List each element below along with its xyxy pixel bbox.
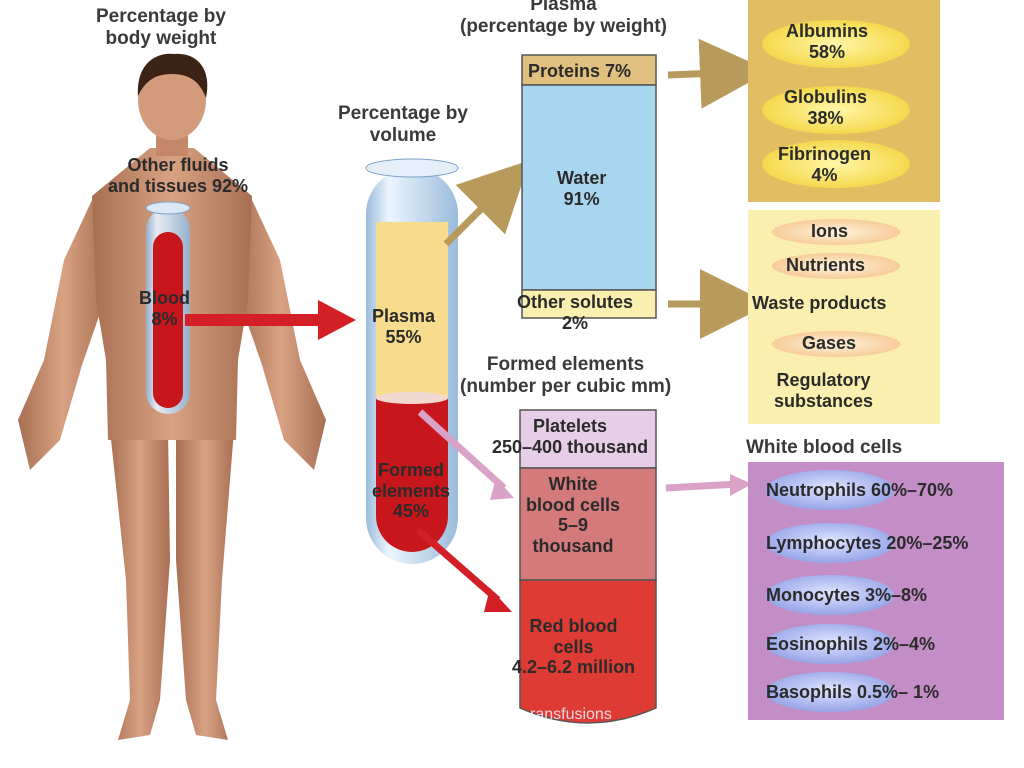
- solute-regulatory: Regulatory substances: [774, 370, 874, 411]
- wbc-lymphocytes: Lymphocytes 20%–25%: [766, 533, 969, 553]
- heading-body-weight: Percentage by body weight: [96, 6, 226, 49]
- heading-volume: Percentage by volume: [338, 103, 468, 146]
- protein-fibrinogen: Fibrinogen 4%: [778, 144, 871, 185]
- arrow-proteins-to-panel: [667, 38, 770, 109]
- heading-formed-elements: Formed elements (number per cubic mm): [460, 354, 672, 397]
- label-rbc-count: Red blood cells 4.2–6.2 million: [512, 616, 636, 678]
- figure-arms: [18, 200, 108, 470]
- label-other-solutes: Other solutes 2%: [517, 292, 634, 333]
- protein-globulins: Globulins 38%: [784, 87, 867, 128]
- red-arrow-body-to-tube: [185, 300, 356, 340]
- solute-waste-products: Waste products: [752, 293, 887, 313]
- label-wbc-count: White blood cells 5–9 thousand: [526, 474, 621, 557]
- wbc-neutrophils: Neutrophils 60%–70%: [766, 480, 954, 500]
- solute-nutrients: Nutrients: [786, 255, 866, 275]
- formed-column: [519, 409, 657, 724]
- heading-plasma-weight: Plasma (percentage by weight): [460, 0, 667, 37]
- volume-test-tube: [365, 158, 459, 564]
- figure-hair: [137, 53, 208, 98]
- body-blood-tube: [145, 201, 191, 414]
- watermark-text: ransfusions: [530, 706, 612, 723]
- arrow-formed-to-column: [417, 409, 507, 491]
- wbc-basophils: Basophils 0.5%– 1%: [766, 682, 940, 702]
- label-proteins: Proteins 7%: [528, 61, 632, 81]
- label-tube-formed: Formed elements 45%: [372, 460, 451, 522]
- figure-head: [138, 60, 206, 140]
- arrow-plasma-to-column: [443, 160, 530, 247]
- label-water: Water 91%: [557, 168, 607, 209]
- solute-gases: Gases: [802, 333, 857, 353]
- human-figure: [18, 53, 326, 740]
- solute-ions: Ions: [811, 221, 849, 241]
- wbc-monocytes: Monocytes 3%–8%: [766, 585, 928, 605]
- protein-albumins: Albumins 58%: [786, 21, 869, 62]
- label-blood: Blood 8%: [139, 288, 190, 329]
- label-other-fluids: Other fluids and tissues 92%: [108, 155, 249, 196]
- arrow-formed-to-rbc: [415, 527, 501, 603]
- solutes-panel: [748, 210, 940, 424]
- heading-white-blood-cells: White blood cells: [746, 437, 903, 458]
- label-tube-plasma: Plasma 55%: [372, 306, 436, 347]
- plasma-column: [521, 54, 657, 319]
- arrow-wbc-to-panel: [665, 480, 739, 492]
- figure-legs: [110, 430, 170, 740]
- wbc-eosinophils: Eosinophils 2%–4%: [766, 634, 936, 654]
- label-platelets: Platelets 250–400 thousand: [492, 416, 649, 457]
